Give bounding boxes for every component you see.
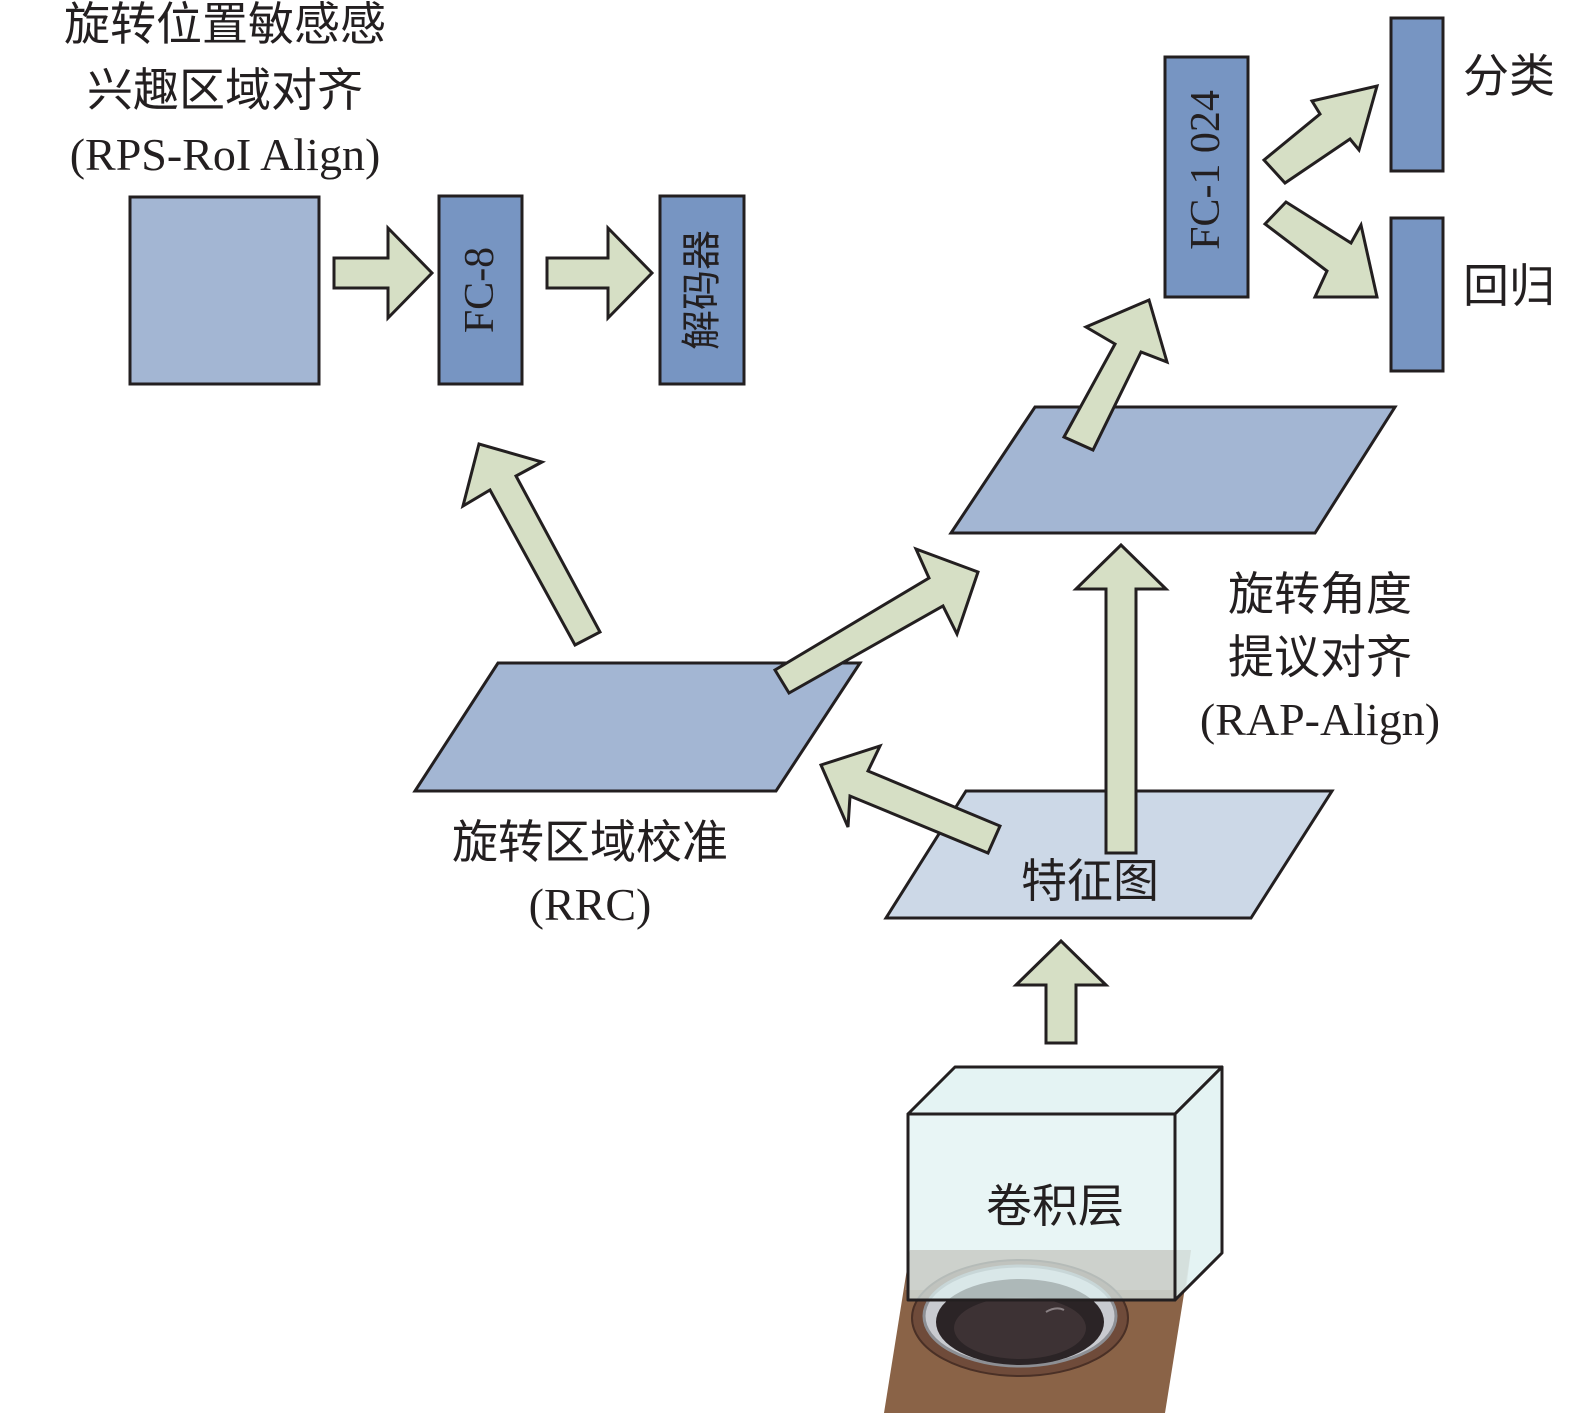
rrc-title-line1: 旋转区域校准	[452, 815, 728, 869]
rap-align-title-line3: (RAP-Align)	[1200, 694, 1440, 745]
decoder-block	[658, 194, 746, 386]
feature-map-label: 特征图	[1021, 854, 1159, 908]
arrow-rrc-to-upper-plane	[772, 546, 980, 696]
regression-output-bar	[1389, 216, 1445, 373]
rrc-title-line2: (RRC)	[529, 879, 652, 930]
classification-label: 分类	[1463, 49, 1555, 103]
decoder-label: 解码器	[679, 230, 725, 350]
arrow-featuremap-to-rrc	[818, 743, 1002, 855]
rps-roi-align-title-line3: (RPS-RoI Align)	[70, 129, 381, 180]
roi-feature-block	[128, 195, 321, 386]
fc1024-label: FC-1 024	[1183, 90, 1229, 250]
regression-label: 回归	[1463, 259, 1555, 313]
arrow-rrc-to-roi	[460, 442, 603, 648]
arrow-fc1024-to-classification	[1261, 83, 1380, 185]
arrow-fc1024-to-regression	[1262, 200, 1379, 299]
fc8-label: FC-8	[457, 247, 503, 333]
rps-roi-align-title-line2: 兴趣区域对齐	[87, 63, 363, 117]
arrow-plane-to-fc1024	[1061, 297, 1170, 452]
conv-layer-cube	[906, 1065, 1224, 1302]
arrow-roi-to-fc8	[332, 224, 435, 322]
fc1024-block	[1163, 55, 1250, 299]
fc8-block	[437, 194, 524, 386]
conv-layer-label: 卷积层	[986, 1179, 1124, 1233]
arrow-conv-to-featuremap	[1012, 938, 1110, 1045]
rps-roi-align-title-line1: 旋转位置敏感感	[64, 0, 386, 51]
rap-align-title-line2: 提议对齐	[1228, 630, 1412, 684]
rap-align-title-line1: 旋转角度	[1228, 567, 1412, 621]
arrow-fc8-to-decoder	[545, 224, 655, 322]
rap-align-feature-plane	[948, 405, 1398, 535]
classification-output-bar	[1389, 16, 1445, 173]
arrow-featuremap-to-upper-plane	[1072, 542, 1170, 855]
rrc-feature-plane	[412, 661, 863, 793]
